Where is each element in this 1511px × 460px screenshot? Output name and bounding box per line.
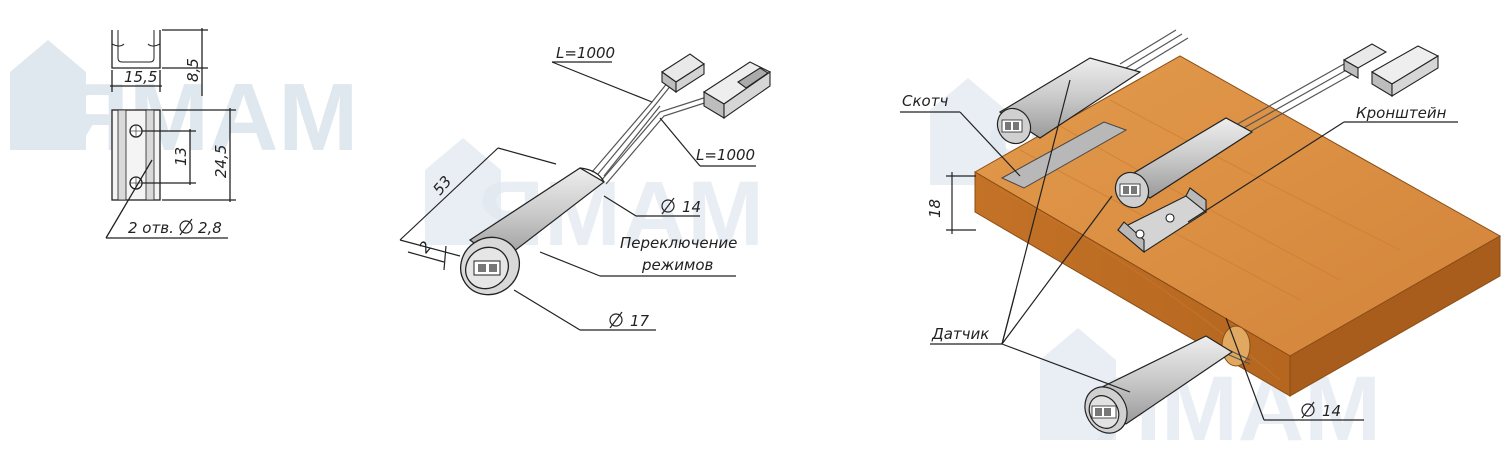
watermark-logo-left: ЯМАМ xyxy=(10,40,358,171)
tape-label: Скотч xyxy=(902,92,948,110)
holes-label: 2 отв. xyxy=(128,219,174,237)
mode-switch-label-line2: режимов xyxy=(641,256,714,274)
diameter-symbol-icon xyxy=(609,311,623,329)
cap-diameter: 17 xyxy=(630,312,650,330)
holes-diameter: 2,8 xyxy=(198,219,222,237)
bracket-drawing xyxy=(105,28,236,239)
cable-length-1: L=1000 xyxy=(556,44,615,62)
bracket-label: Кронштейн xyxy=(1356,104,1447,122)
hole-diameter: 14 xyxy=(1322,402,1341,420)
cable-length-2: L=1000 xyxy=(696,146,755,164)
diameter-symbol-icon xyxy=(1301,401,1315,419)
shelf-installation-drawing xyxy=(900,29,1502,434)
thickness-dimension: 18 xyxy=(926,199,944,218)
mode-switch-label: Переключение xyxy=(620,234,737,252)
body-diameter: 14 xyxy=(682,198,701,216)
width-dimension: 15,5 xyxy=(124,68,157,86)
sensor-drawing xyxy=(399,53,772,331)
bracket-height-dimension: 24,5 xyxy=(212,145,230,178)
sensor-label: Датчик xyxy=(931,325,989,343)
diameter-symbol-icon xyxy=(179,218,193,236)
height-dimension: 8,5 xyxy=(184,58,202,82)
watermark-text: ЯМАМ xyxy=(60,64,358,171)
diameter-symbol-icon xyxy=(661,197,675,215)
hole-spacing-dimension: 13 xyxy=(172,147,190,166)
